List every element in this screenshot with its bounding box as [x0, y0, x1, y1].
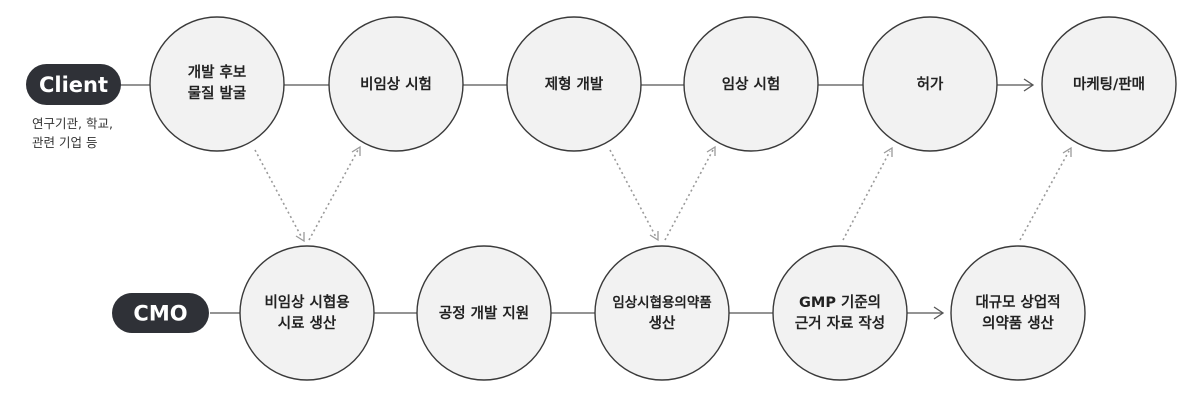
node-label-line: 허가	[917, 76, 944, 93]
node-label-line: 근거 자료 작성	[795, 314, 885, 332]
node-label-line: 비임상 시험	[360, 76, 432, 93]
node-circle	[416, 245, 552, 381]
node-label-line: 개발 후보	[188, 64, 246, 81]
node-circle	[683, 16, 819, 152]
client-flow-arrow-icon	[1023, 78, 1035, 92]
dotted-arrow-up-icon	[351, 145, 361, 156]
node-label-line: 생산	[649, 315, 676, 332]
cmo-step-gmp-documentation: GMP 기준의 근거 자료 작성	[772, 245, 908, 381]
node-circle	[328, 16, 464, 152]
node-circle	[950, 245, 1086, 381]
client-pill-shape	[26, 64, 121, 105]
node-label-line: 의약품 생산	[982, 314, 1054, 332]
dotted-arrow-up-icon	[706, 145, 716, 156]
dotted-arrow-up-icon	[1062, 146, 1072, 157]
node-label-line: 임상시협용의약품	[612, 294, 711, 311]
dotted-arrow-down-icon	[295, 232, 305, 243]
cmo-step-commercial-production: 대규모 상업적 의약품 생산	[950, 245, 1086, 381]
cmo-label: CMO	[133, 302, 187, 326]
client-step-marketing: 마케팅/판매	[1041, 16, 1177, 152]
node-label-line: 마케팅/판매	[1073, 75, 1145, 93]
cmo-flow-arrow-icon	[933, 306, 945, 320]
node-label-line: 공정 개발 지원	[439, 304, 529, 322]
cmo-step-process-development: 공정 개발 지원	[416, 245, 552, 381]
node-circle	[149, 16, 285, 152]
client-step-clinical-trial: 임상 시험	[683, 16, 819, 152]
client-step-discovery: 개발 후보 물질 발굴	[149, 16, 285, 152]
node-label-line: 시료 생산	[278, 315, 337, 332]
node-label-line: 비임상 시협용	[264, 293, 349, 311]
client-step-nonclinical-test: 비임상 시험	[328, 16, 464, 152]
cmo-label-badge: CMO	[112, 293, 209, 333]
node-label-line: GMP 기준의	[799, 293, 881, 311]
node-circle	[506, 16, 642, 152]
client-step-formulation: 제형 개발	[506, 16, 642, 152]
node-circle	[594, 245, 730, 381]
dotted-arrow-up-icon	[883, 146, 893, 157]
node-label-line: 임상 시험	[722, 76, 780, 93]
cmo-step-clinical-production: 임상시협용의약품 생산	[594, 245, 730, 381]
dotted-link-sample-to-nonclinical-test	[308, 149, 359, 241]
node-circle	[1041, 16, 1177, 152]
dotted-link-discovery-to-nonclinical-sample	[254, 149, 303, 239]
client-label: Client	[39, 73, 108, 97]
client-label-badge: Client	[26, 64, 121, 105]
node-circle	[862, 16, 998, 152]
dotted-link-gmp-to-approval	[842, 150, 891, 241]
node-label-line: 대규모 상업적	[975, 293, 1060, 311]
node-label-line: 제형 개발	[545, 76, 604, 93]
cmo-pill-shape	[112, 293, 209, 333]
dotted-link-commercial-to-marketing	[1019, 150, 1070, 241]
client-description-line-1: 연구기관, 학교,	[32, 116, 113, 131]
cmo-step-nonclinical-sample: 비임상 시협용 시료 생산	[239, 245, 375, 381]
dotted-link-formulation-to-clinical-production	[609, 149, 657, 238]
dotted-link-clinical-production-to-clinical-trial	[664, 149, 714, 241]
node-circle	[772, 245, 908, 381]
client-description-line-2: 관련 기업 등	[32, 135, 97, 150]
node-label-line: 물질 발굴	[188, 84, 246, 102]
dotted-arrow-down-icon	[649, 231, 659, 242]
client-step-approval: 허가	[862, 16, 998, 152]
node-circle	[239, 245, 375, 381]
